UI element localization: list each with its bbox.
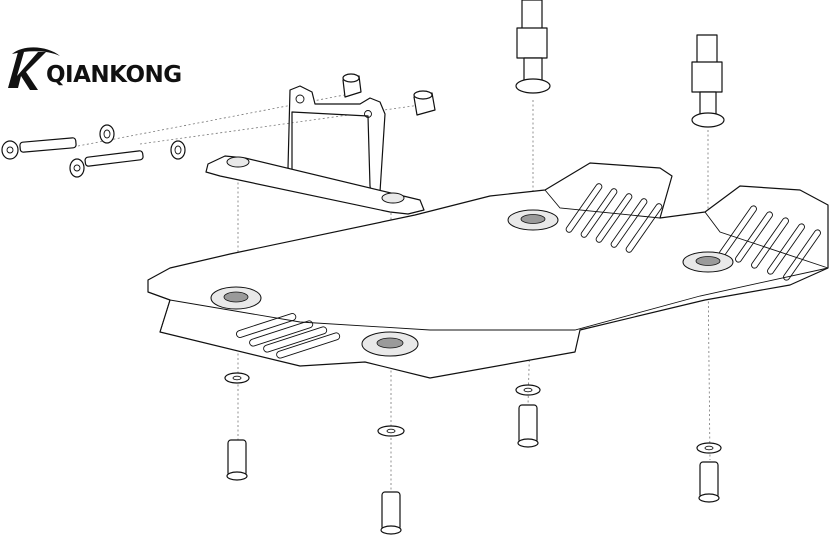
brand-logo-icon bbox=[8, 47, 60, 90]
side-bolts bbox=[1, 124, 186, 178]
skid-plate bbox=[147, 162, 829, 379]
spacers bbox=[342, 73, 436, 116]
vent-slots-front bbox=[236, 313, 341, 359]
top-standoffs bbox=[515, 0, 725, 128]
brand-name: QIANKONG bbox=[46, 62, 182, 88]
brand-logo bbox=[4, 46, 234, 96]
plate-grommets bbox=[210, 209, 734, 357]
lower-pins bbox=[226, 404, 720, 535]
vent-slots-rear-left bbox=[565, 183, 663, 253]
front-bracket bbox=[205, 85, 425, 215]
lower-washers bbox=[224, 372, 722, 454]
